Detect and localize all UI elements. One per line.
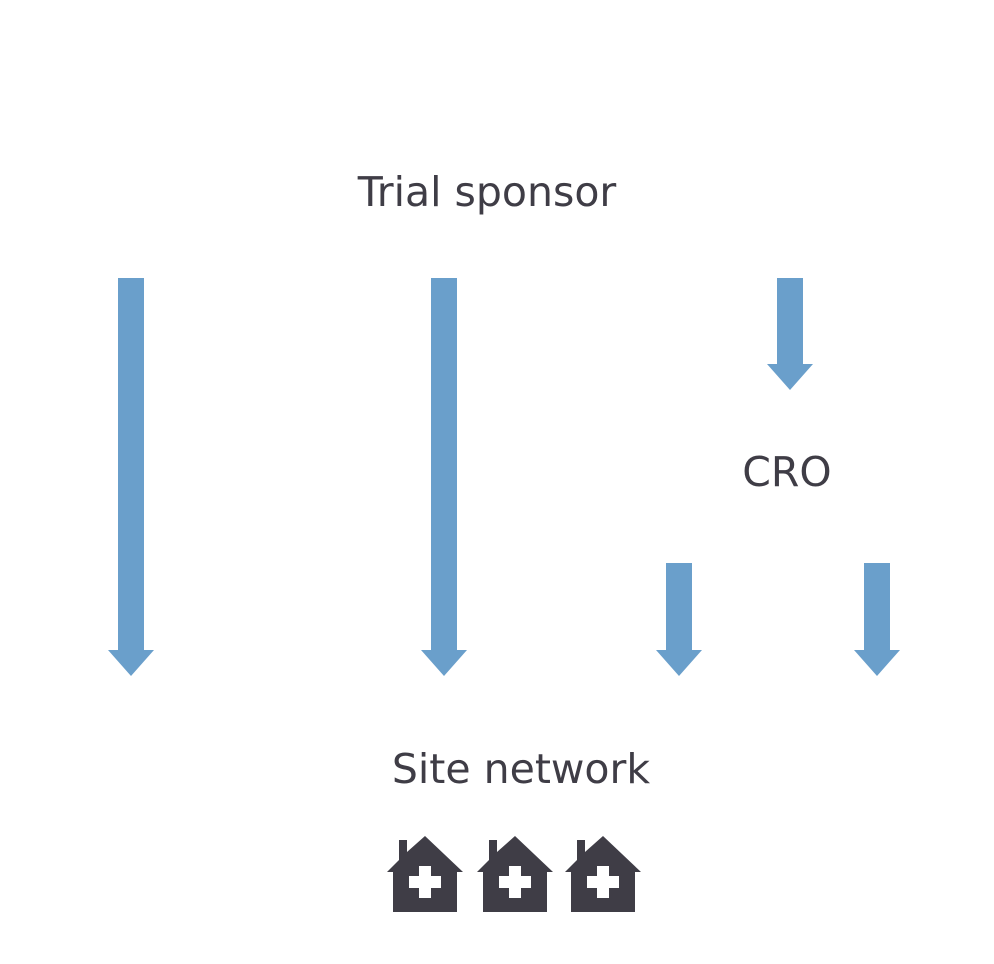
arrow-sponsor-to-cro: [767, 278, 813, 390]
cro-label: CRO: [742, 448, 832, 496]
arrow-sponsor-to-site-1: [108, 278, 154, 676]
trial-sponsor-label: Trial sponsor: [357, 168, 617, 216]
hospital-icons: [387, 836, 641, 912]
hospital-icon: [565, 836, 641, 912]
site-network-label: Site network: [391, 745, 651, 793]
hospital-icon: [387, 836, 463, 912]
arrow-sponsor-to-site-2: [421, 278, 467, 676]
arrow-cro-to-site-1: [656, 563, 702, 676]
hospital-icon: [477, 836, 553, 912]
arrow-cro-to-site-2: [854, 563, 900, 676]
